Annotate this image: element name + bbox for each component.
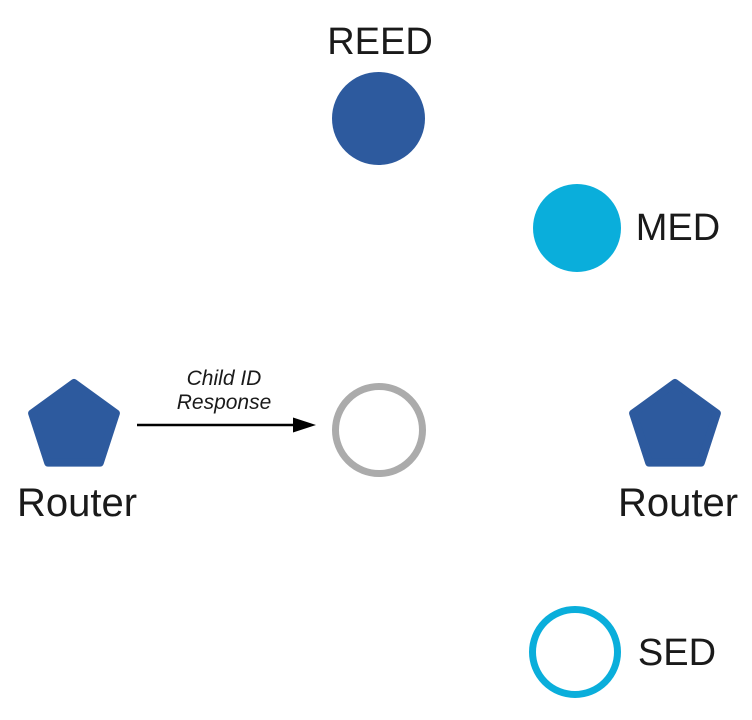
router-left-label: Router (16, 481, 138, 525)
reed-node-circle-icon (332, 72, 425, 165)
router-left-pentagon-shape (28, 379, 120, 467)
router-right-pentagon-shape (629, 379, 721, 467)
sed-node-circle-icon (529, 606, 621, 698)
router-right-pentagon-icon (629, 379, 721, 467)
reed-node-label: REED (327, 21, 433, 63)
router-left-pentagon-icon (28, 379, 120, 467)
child-id-response-arrow (137, 417, 316, 433)
med-node-label: MED (635, 207, 721, 249)
router-right-label: Router (617, 481, 739, 525)
arrow-caption-line2: Response (176, 391, 272, 414)
arrow-head (293, 417, 316, 433)
arrow-caption-line1: Child ID (186, 367, 262, 390)
sed-node-label: SED (637, 632, 717, 674)
joining-device-circle-icon (332, 383, 426, 477)
med-node-circle-icon (533, 184, 621, 272)
arrow-caption: Child ID Response (177, 367, 272, 415)
